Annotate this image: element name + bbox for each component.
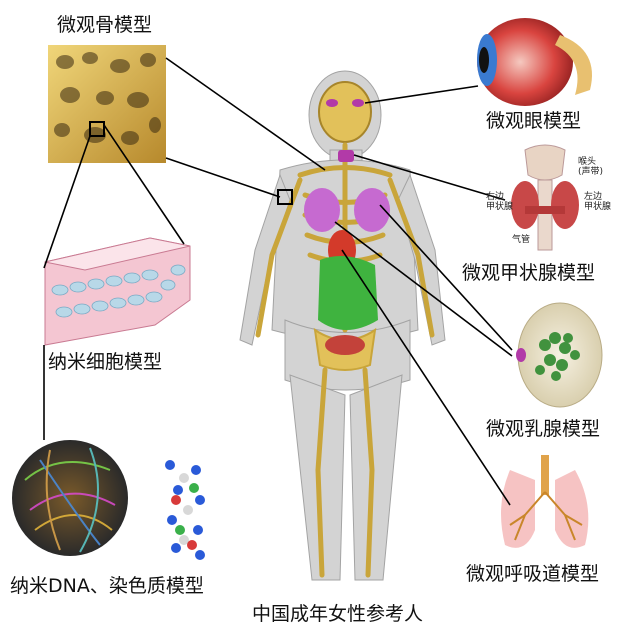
right-lobe-text-1: 右边 [486, 192, 504, 202]
trachea-annotation: 气管 [512, 236, 530, 246]
dna-chromatin-image [12, 440, 206, 560]
bone-model-image [48, 45, 166, 163]
airway-model-image [501, 455, 588, 548]
phantom-label: 中国成年女性参考人 [252, 605, 423, 624]
eye-model-label: 微观眼模型 [486, 112, 581, 131]
left-lobe-text-1: 左边 [584, 192, 602, 202]
left-eye-organ [326, 99, 338, 107]
dna-helix [160, 460, 206, 560]
cell-model-label: 纳米细胞模型 [48, 353, 162, 372]
larynx-text: 喉头 [578, 157, 596, 167]
airway-model-label: 微观呼吸道模型 [466, 565, 599, 584]
bladder-organ [325, 335, 365, 355]
left-lobe-text-2: 甲状腺 [584, 202, 611, 212]
breast-model-image [516, 303, 602, 407]
left-breast-organ [304, 188, 340, 232]
right-lobe-annotation: 右边 甲状腺 [486, 193, 513, 213]
thyroid-organ [338, 150, 354, 162]
cell-model-image [45, 238, 190, 345]
thyroid-model-label: 微观甲状腺模型 [462, 264, 595, 283]
breast-model-label: 微观乳腺模型 [486, 420, 600, 439]
human-phantom [240, 71, 445, 580]
intestine-organ [318, 256, 378, 330]
right-eye-organ [352, 99, 364, 107]
larynx-annotation: 喉头 (声带) [578, 158, 603, 178]
left-lobe-annotation: 左边 甲状腺 [584, 193, 611, 213]
bone-model-label: 微观骨模型 [57, 16, 152, 35]
eye-model-image [477, 18, 592, 106]
vocal-cords-text: (声带) [578, 167, 603, 177]
right-lobe-text-2: 甲状腺 [486, 202, 513, 212]
dna-chromatin-label: 纳米DNA、染色质模型 [10, 577, 204, 596]
